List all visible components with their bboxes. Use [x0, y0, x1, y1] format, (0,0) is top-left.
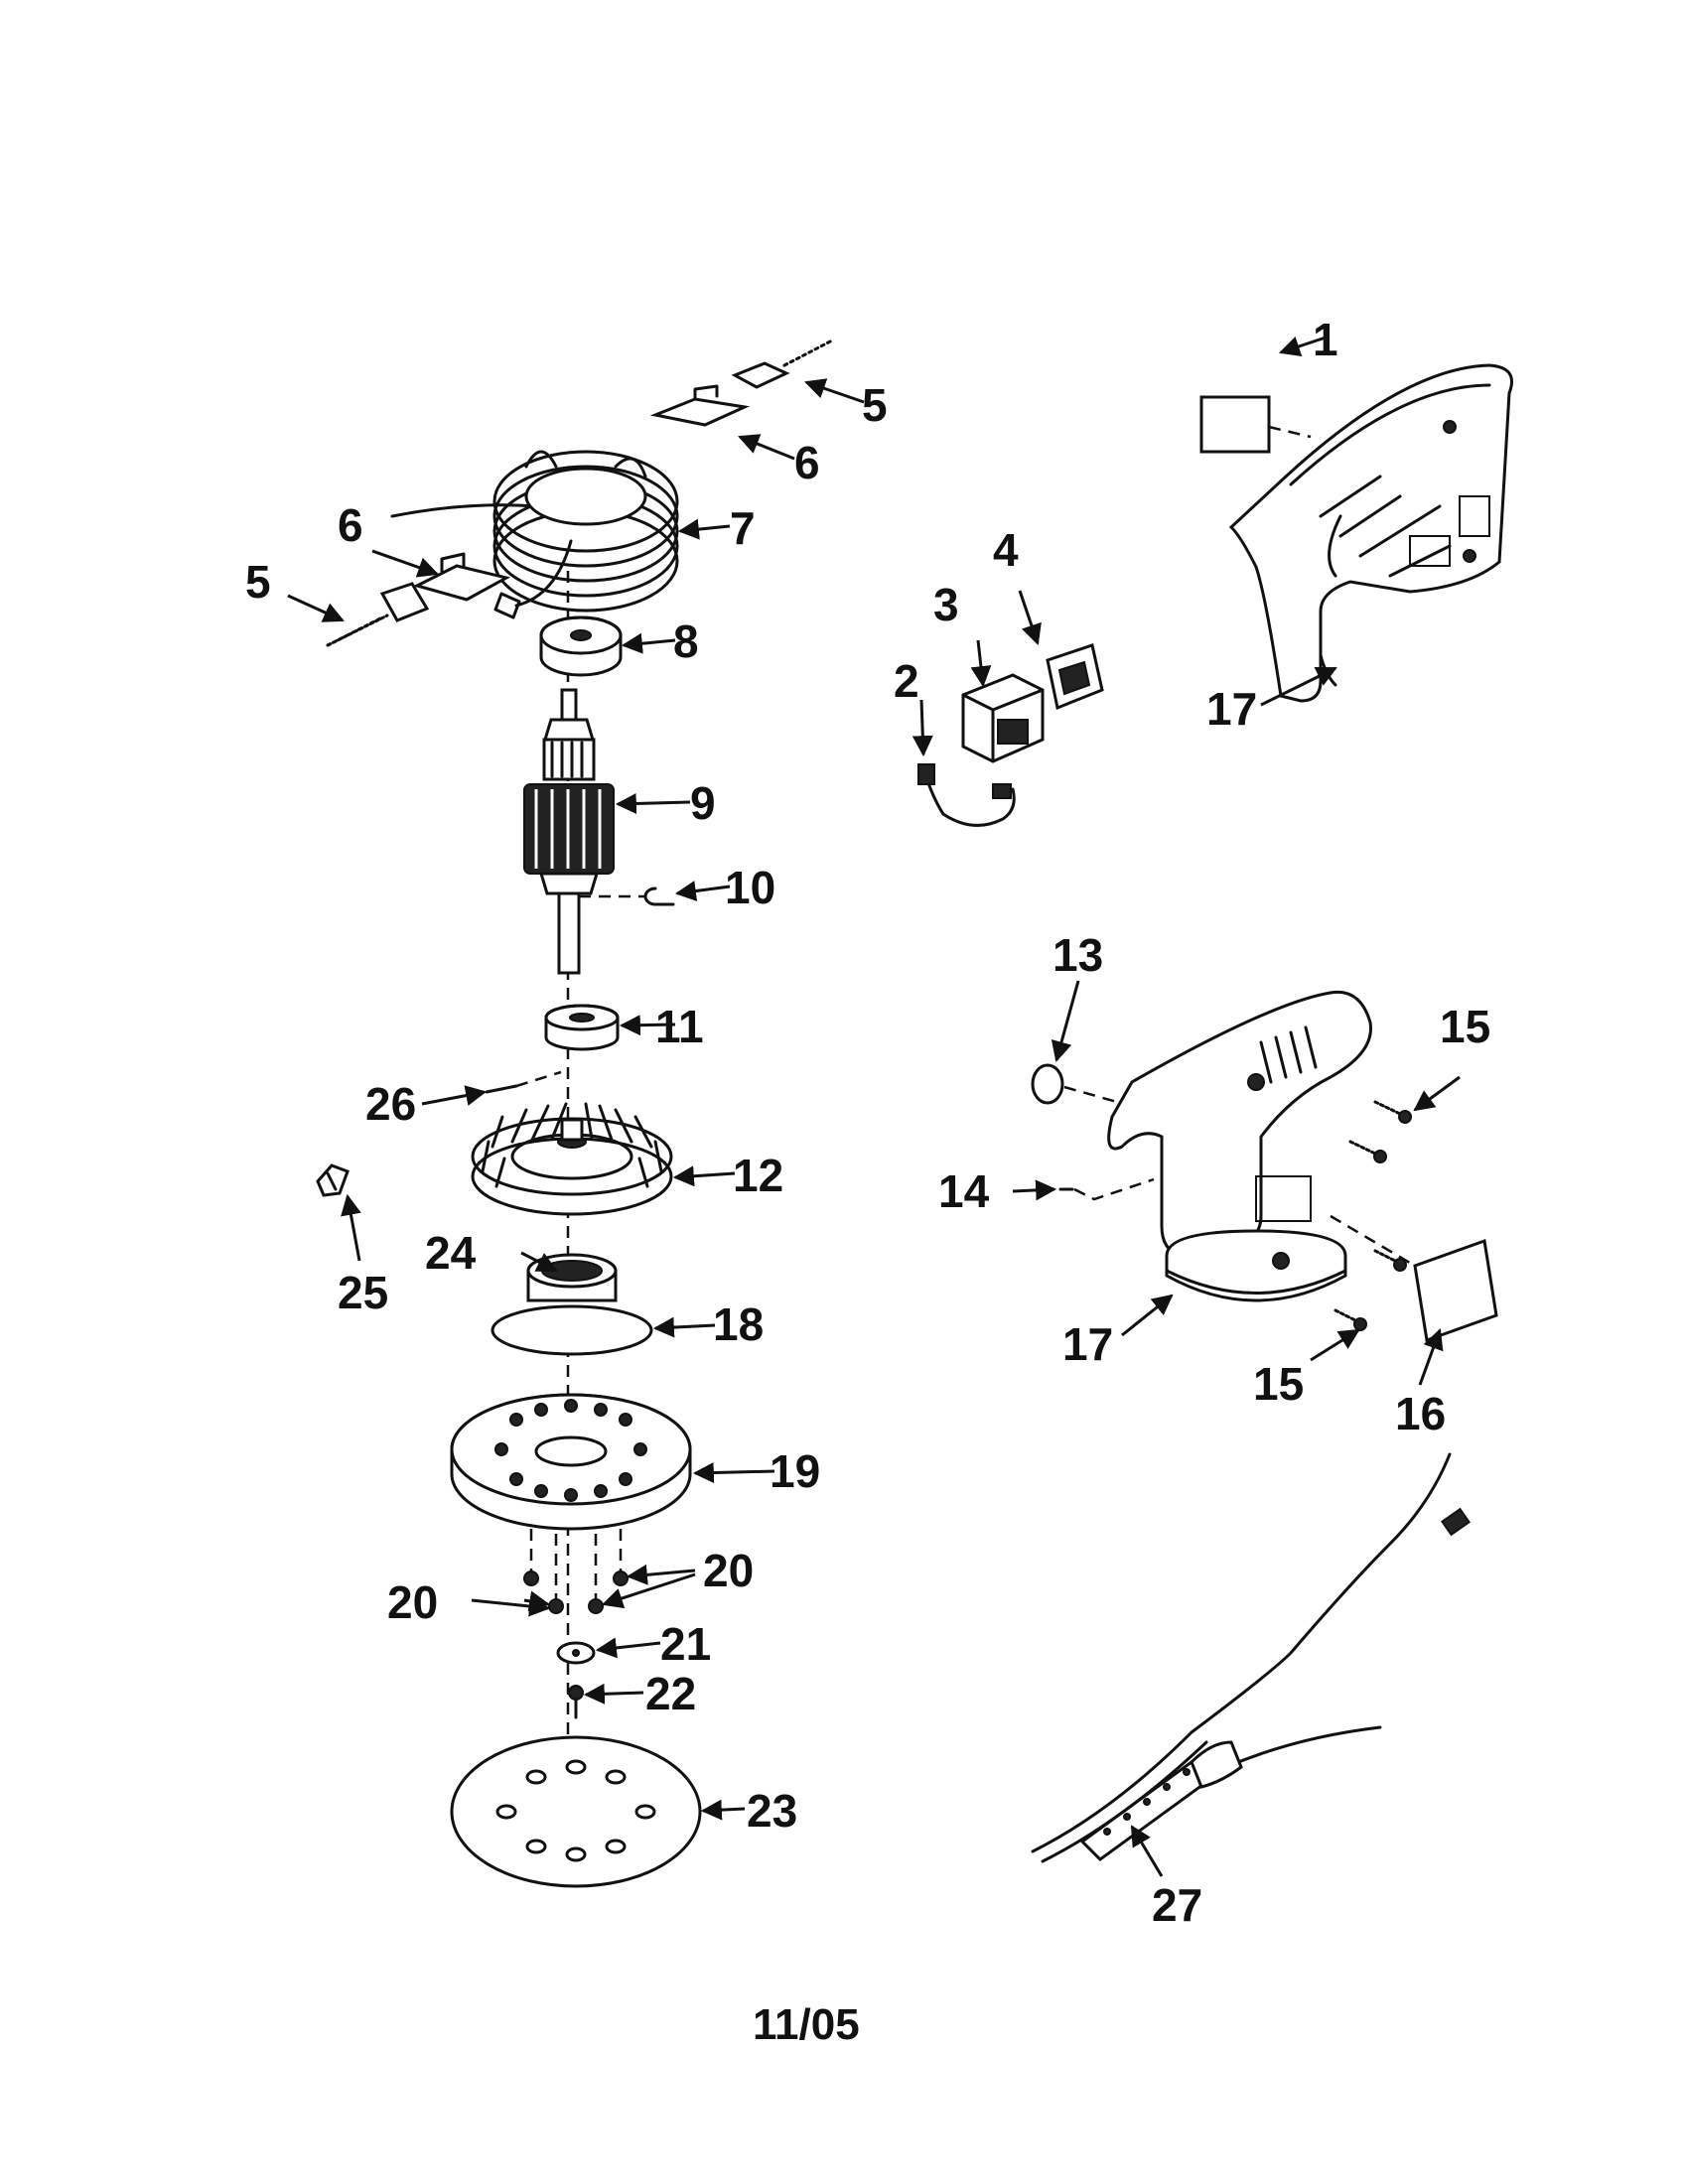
label-part-16 [1330, 1214, 1498, 1343]
screws-part-15 [1333, 1100, 1412, 1331]
callout-17-top: 17 [1206, 683, 1257, 735]
brush-holder-left-part-6 [412, 552, 511, 602]
field-coil-part-7 [390, 450, 679, 619]
callout-8: 8 [673, 615, 699, 667]
brush-holder-right-part-6 [649, 384, 751, 427]
switch-boot-part-4 [1046, 643, 1104, 711]
plug-part-13 [1031, 1063, 1118, 1105]
callout-6-right: 6 [794, 437, 820, 488]
callout-10: 10 [725, 862, 775, 913]
callout-25: 25 [338, 1267, 388, 1318]
screw-part-22 [568, 1685, 584, 1719]
pin-part-26 [485, 1070, 562, 1094]
fan-part-12 [471, 1102, 673, 1216]
callout-5-left: 5 [245, 556, 271, 608]
callout-17-middle: 17 [1062, 1318, 1113, 1370]
pin-part-14 [1058, 1177, 1155, 1201]
retaining-clip-part-10 [643, 887, 675, 906]
callout-18: 18 [713, 1298, 764, 1350]
label-part-1 [1199, 395, 1271, 454]
power-cord-part-27 [1031, 1452, 1471, 1863]
callout-22: 22 [645, 1668, 696, 1719]
screws-part-20 [523, 1529, 629, 1614]
carbon-brush-right-part-5 [731, 339, 834, 389]
callout-11: 11 [655, 1001, 704, 1052]
callout-5-right: 5 [862, 379, 888, 431]
callout-16: 16 [1395, 1388, 1446, 1439]
callout-1: 1 [1313, 314, 1338, 365]
callout-6-left: 6 [338, 499, 363, 551]
callout-21: 21 [660, 1618, 711, 1670]
callout-20-left: 20 [387, 1576, 438, 1628]
base-pad-part-19 [450, 1393, 692, 1531]
callout-26: 26 [365, 1078, 416, 1130]
callout-19: 19 [770, 1445, 820, 1497]
housing-assembled-part-17 [1107, 990, 1372, 1302]
callout-23: 23 [747, 1785, 797, 1837]
callout-14: 14 [938, 1165, 990, 1217]
callout-27: 27 [1152, 1879, 1202, 1931]
bearing-part-11 [544, 1004, 620, 1051]
callout-24: 24 [425, 1227, 477, 1279]
bearing-part-8 [539, 615, 623, 677]
carbon-brush-left-part-5 [326, 582, 430, 647]
callout-20-right: 20 [703, 1545, 754, 1596]
callout-12: 12 [733, 1150, 783, 1201]
washer-part-21 [556, 1641, 596, 1665]
callout-15-lower: 15 [1253, 1358, 1304, 1410]
bearing-part-24 [541, 1260, 603, 1282]
terminal-lead-part-2 [917, 763, 1016, 827]
date-code: 11/05 [753, 2000, 860, 2049]
callout-3: 3 [933, 579, 959, 630]
armature-part-9 [523, 688, 615, 975]
callout-13: 13 [1052, 929, 1103, 981]
sanding-disc-part-23 [450, 1735, 702, 1888]
knob-part-25 [316, 1163, 350, 1197]
callout-2: 2 [894, 655, 919, 707]
housing-handle-half-part-17 [1228, 363, 1513, 703]
callout-4: 4 [993, 524, 1019, 576]
switch-part-3 [961, 673, 1045, 763]
callout-7: 7 [730, 502, 756, 554]
callout-9: 9 [690, 777, 716, 829]
leader-lines [287, 336, 1461, 1877]
callout-15-upper: 15 [1440, 1001, 1490, 1052]
callout-labels: 1 2 3 4 5 5 6 6 7 8 9 10 11 12 13 14 15 … [245, 314, 1490, 1931]
